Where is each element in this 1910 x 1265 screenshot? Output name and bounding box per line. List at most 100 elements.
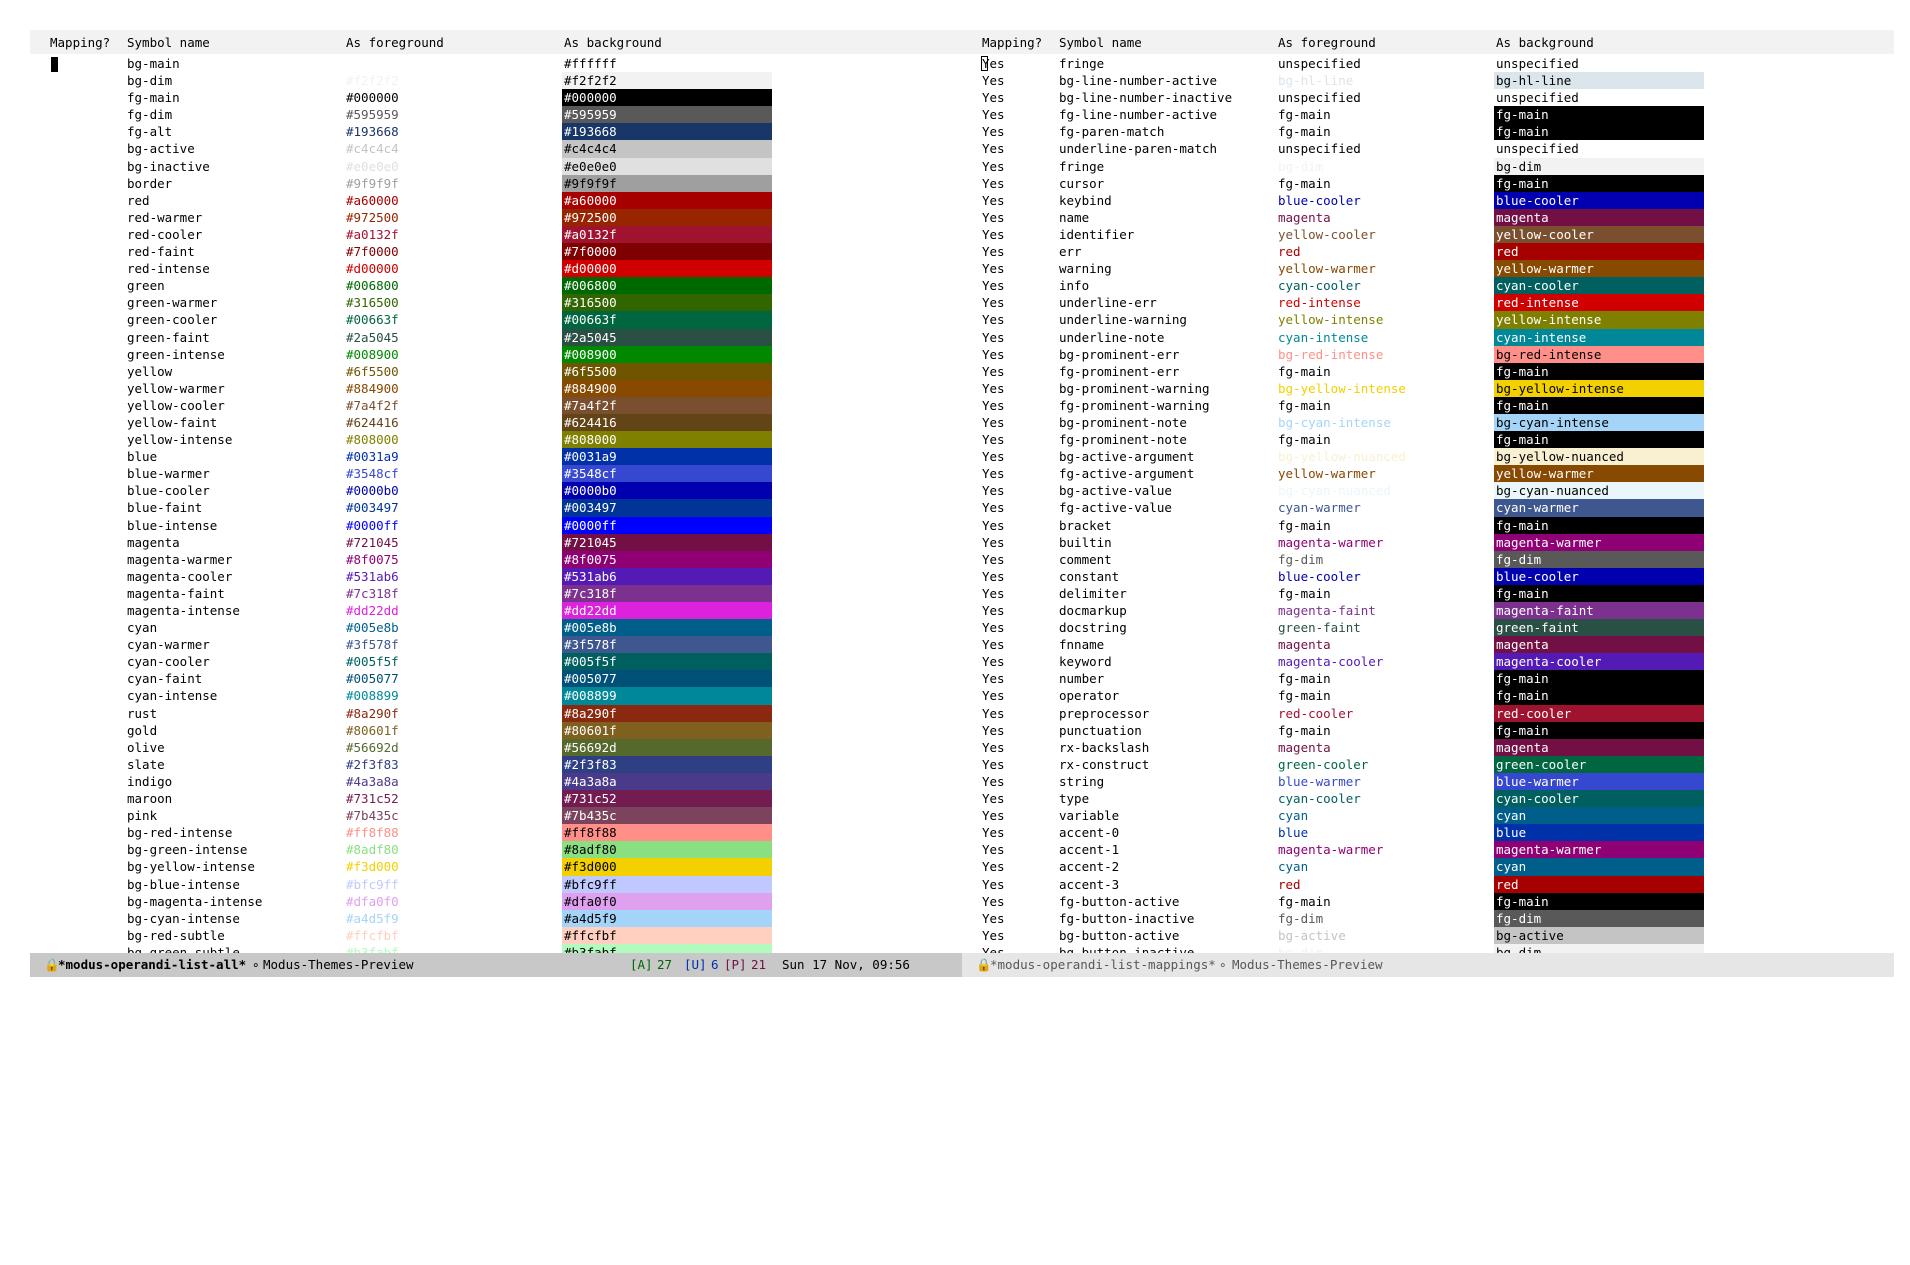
palette-row[interactable]: bg-green-subtle#b3fabf#b3fabf <box>30 943 962 953</box>
buffer-name[interactable]: *modus-operandi-list-all* <box>58 957 247 972</box>
palette-row[interactable]: yellow-intense#808000#808000 <box>30 431 962 449</box>
palette-row[interactable]: magenta-warmer#8f0075#8f0075 <box>30 550 962 568</box>
palette-row[interactable]: yellow-warmer#884900#884900 <box>30 379 962 397</box>
palette-row[interactable]: cyan-warmer#3f578f#3f578f <box>30 636 962 654</box>
col-header-symbol[interactable]: Symbol name <box>127 35 210 50</box>
palette-row[interactable]: red-intense#d00000#d00000 <box>30 260 962 278</box>
palette-row[interactable]: bg-blue-intense#bfc9ff#bfc9ff <box>30 875 962 893</box>
palette-row[interactable]: rust#8a290f#8a290f <box>30 704 962 722</box>
modeline-inactive[interactable]: 🔒 *modus-operandi-list-mappings* ∘ Modus… <box>962 953 1894 977</box>
palette-row[interactable]: indigo#4a3a8a#4a3a8a <box>30 772 962 791</box>
palette-row[interactable]: green#006800#006800 <box>30 277 962 295</box>
palette-row[interactable]: bg-magenta-intense#dfa0f0#dfa0f0 <box>30 892 962 910</box>
palette-row[interactable]: slate#2f3f83#2f3f83 <box>30 755 962 773</box>
palette-row[interactable]: cyan#005e8b#005e8b <box>30 619 962 637</box>
window-right-mappings[interactable]: Mapping? Symbol name As foreground As ba… <box>962 30 1894 985</box>
palette-row[interactable]: fg-dim#595959#595959 <box>30 106 962 124</box>
palette-row[interactable]: blue-warmer#3548cf#3548cf <box>30 465 962 483</box>
palette-row[interactable]: olive#56692d#56692d <box>30 738 962 756</box>
palette-row[interactable]: cyan-intense#008899#008899 <box>30 687 962 705</box>
palette-row[interactable]: blue-faint#003497#003497 <box>30 499 962 517</box>
palette-row[interactable]: yellow-cooler#7a4f2f#7a4f2f <box>30 396 962 414</box>
palette-row[interactable]: red-cooler#a0132f#a0132f <box>30 225 962 244</box>
col-header-foreground[interactable]: As foreground <box>1278 35 1376 50</box>
palette-row[interactable]: bg-dim#f2f2f2#f2f2f2 <box>30 72 962 90</box>
palette-row[interactable]: cyan-cooler#005f5f#005f5f <box>30 653 962 671</box>
col-header-background[interactable]: As background <box>1496 35 1594 50</box>
palette-row[interactable]: blue-cooler#0000b0#0000b0 <box>30 482 962 500</box>
palette-row[interactable]: bg-main#ffffff#ffffff <box>30 55 962 73</box>
buffer-name[interactable]: *modus-operandi-list-mappings* <box>990 957 1216 972</box>
palette-row[interactable]: magenta-cooler#531ab6#531ab6 <box>30 567 962 585</box>
palette-row[interactable]: bg-red-subtle#ffcfbf#ffcfbf <box>30 926 962 944</box>
palette-row[interactable]: bg-inactive#e0e0e0#e0e0e0 <box>30 157 962 175</box>
palette-row[interactable]: border#9f9f9f#9f9f9f <box>30 174 962 192</box>
palette-row[interactable]: fg-main#000000#000000 <box>30 89 962 107</box>
palette-row[interactable]: blue-intense#0000ff#0000ff <box>30 516 962 534</box>
modeline-active[interactable]: 🔒 *modus-operandi-list-all* ∘ Modus-Them… <box>30 953 962 977</box>
palette-row[interactable]: magenta-faint#7c318f#7c318f <box>30 584 962 602</box>
palette-row[interactable]: green-faint#2a5045#2a5045 <box>30 328 962 346</box>
col-header-mapping[interactable]: Mapping? <box>50 35 111 50</box>
palette-row[interactable]: pink#7b435c#7b435c <box>30 807 962 825</box>
palette-row[interactable]: magenta-intense#dd22dd#dd22dd <box>30 602 962 620</box>
palette-row[interactable]: magenta#721045#721045 <box>30 533 962 551</box>
palette-row[interactable]: green-cooler#00663f#00663f <box>30 311 962 329</box>
palette-row[interactable]: yellow#6f5500#6f5500 <box>30 362 962 380</box>
palette-row[interactable]: red-faint#7f0000#7f0000 <box>30 243 962 261</box>
palette-row[interactable]: bg-yellow-intense#f3d000#f3d000 <box>30 858 962 876</box>
col-header-mapping[interactable]: Mapping? <box>982 35 1043 50</box>
palette-row[interactable]: bg-cyan-intense#a4d5f9#a4d5f9 <box>30 909 962 927</box>
palette-row[interactable]: blue#0031a9#0031a9 <box>30 448 962 466</box>
palette-row[interactable]: maroon#731c52#731c52 <box>30 790 962 808</box>
palette-row[interactable]: green-intense#008900#008900 <box>30 345 962 363</box>
palette-row[interactable]: cyan-faint#005077#005077 <box>30 670 962 688</box>
palette-row[interactable]: bg-active#c4c4c4#c4c4c4 <box>30 140 962 158</box>
